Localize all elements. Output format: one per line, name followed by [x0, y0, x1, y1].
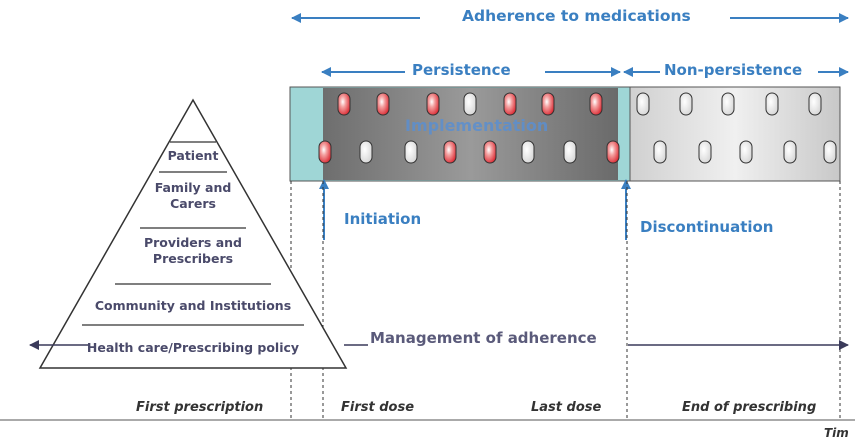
first-prescription-label: First prescription — [136, 400, 264, 415]
missed-pill-r1a-3 — [765, 92, 779, 116]
missed-pill-r2a-3 — [783, 140, 797, 164]
non-persistence-band — [629, 86, 841, 182]
missed-pill-r1a-1 — [679, 92, 693, 116]
implementation-label: Implementation — [405, 116, 549, 135]
taken-pill-r1-4 — [503, 92, 517, 116]
tier-patient: Patient — [167, 148, 219, 163]
first-dose-label: First dose — [341, 400, 415, 415]
management-label: Management of adherence — [370, 329, 597, 347]
taken-pill-r2-7 — [606, 140, 620, 164]
discontinuation-label: Discontinuation — [640, 218, 774, 236]
persistence-label: Persistence — [412, 61, 511, 79]
missed-pill-r1a-4 — [808, 92, 822, 116]
taken-pill-r1-2 — [426, 92, 440, 116]
taken-pill-r2-4 — [483, 140, 497, 164]
taken-pill-r1-5 — [541, 92, 555, 116]
time-axis-label: Tim — [824, 426, 849, 440]
missed-pill-r1a-2 — [721, 92, 735, 116]
tier-community: Community and Institutions — [94, 298, 292, 313]
missed-pill-r2-6 — [563, 140, 577, 164]
missed-pill-r1-3 — [463, 92, 477, 116]
missed-pill-r2-5 — [521, 140, 535, 164]
taken-pill-r1-6 — [589, 92, 603, 116]
missed-pill-r1a-0 — [636, 92, 650, 116]
missed-pill-r2-1 — [359, 140, 373, 164]
missed-pill-r2-2 — [404, 140, 418, 164]
adherence-label: Adherence to medications — [462, 7, 691, 25]
missed-pill-r2a-4 — [823, 140, 837, 164]
tier-policy: Health care/Prescribing policy — [86, 340, 300, 355]
end-prescribing-label: End of prescribing — [682, 400, 817, 415]
taken-pill-r1-0 — [337, 92, 351, 116]
missed-pill-r2a-0 — [653, 140, 667, 164]
pills-layer — [318, 92, 837, 164]
taken-pill-r1-1 — [376, 92, 390, 116]
last-dose-label: Last dose — [531, 400, 602, 415]
initiation-label: Initiation — [344, 210, 422, 228]
missed-pill-r2a-1 — [698, 140, 712, 164]
missed-pill-r2a-2 — [739, 140, 753, 164]
taken-pill-r2-0 — [318, 140, 332, 164]
pyramid — [38, 98, 348, 369]
non-persistence-label: Non-persistence — [664, 61, 803, 79]
taken-pill-r2-3 — [443, 140, 457, 164]
